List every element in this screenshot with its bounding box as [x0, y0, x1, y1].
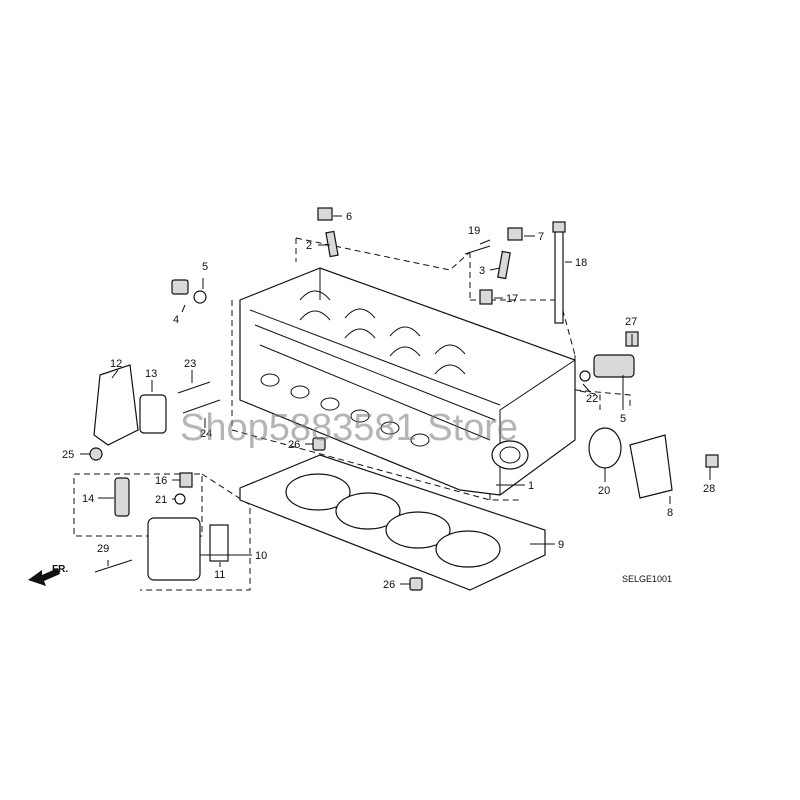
callout-25: 25	[62, 449, 74, 461]
bolt-28	[705, 454, 719, 468]
stud-bolt-18	[552, 221, 566, 324]
bolt-25	[89, 447, 103, 461]
callout-13: 13	[145, 368, 157, 380]
callout-28: 28	[703, 483, 715, 495]
callout-29: 29	[97, 543, 109, 555]
group-outline-spool	[73, 473, 203, 537]
group-outline-right	[574, 389, 631, 410]
callout-1: 1	[528, 480, 534, 492]
bolt-16	[179, 472, 193, 488]
callout-10: 10	[255, 550, 267, 562]
stud-bolt-23	[177, 381, 211, 394]
callout-20: 20	[598, 485, 610, 497]
callout-24: 24	[200, 428, 212, 440]
store-watermark: Shop5883581 Store	[180, 407, 518, 449]
callout-16: 16	[155, 475, 167, 487]
front-direction-arrow: FR.	[28, 564, 68, 586]
washer-21	[174, 493, 186, 505]
callout-14: 14	[82, 493, 94, 505]
callout-26b: 26	[383, 579, 395, 591]
diagram-code: SELGE1001	[622, 574, 672, 584]
callout-12: 12	[110, 358, 122, 370]
callout-8: 8	[667, 507, 673, 519]
callout-5-right: 5	[620, 413, 626, 425]
callout-2: 2	[306, 240, 312, 252]
callout-6: 6	[346, 211, 352, 223]
callout-7: 7	[538, 231, 544, 243]
callout-27: 27	[625, 316, 637, 328]
callout-5-top: 5	[202, 261, 208, 273]
callout-23: 23	[184, 358, 196, 370]
bolt-17	[479, 289, 493, 305]
callout-11: 11	[214, 569, 225, 581]
callout-26a: 26	[288, 439, 300, 451]
leader-lines	[80, 215, 711, 585]
callout-labels: 1 2 3 4 5 5 6 7 8 9 10 11 12 13 14 16 17…	[62, 211, 715, 591]
front-direction-label: FR.	[52, 564, 68, 575]
callout-9: 9	[558, 539, 564, 551]
water-outlet-8	[629, 434, 673, 499]
cover-12	[93, 364, 139, 446]
head-gasket	[239, 454, 546, 591]
callout-3: 3	[479, 265, 485, 277]
callout-22: 22	[586, 393, 598, 405]
valve-guide-2	[317, 207, 339, 258]
stud-bolt-19	[464, 245, 491, 255]
cylinder-head	[239, 267, 576, 496]
callout-21: 21	[155, 494, 167, 506]
gasket-20	[588, 427, 622, 469]
plug-bolt-4	[171, 279, 207, 304]
stud-bolt-24	[182, 399, 221, 414]
callout-17: 17	[506, 293, 518, 305]
valve-guide-3	[497, 227, 523, 280]
callout-18: 18	[575, 257, 587, 269]
vtc-spool-valve-10	[147, 517, 201, 581]
callout-4: 4	[173, 314, 179, 326]
sensor-22	[579, 354, 635, 382]
gasket-13	[139, 394, 167, 434]
filter-11	[209, 524, 229, 562]
oil-pressure-switch-14	[114, 477, 130, 517]
dowel-pin-26b	[409, 577, 423, 591]
bolt-29	[94, 559, 133, 573]
callout-19: 19	[468, 225, 480, 237]
